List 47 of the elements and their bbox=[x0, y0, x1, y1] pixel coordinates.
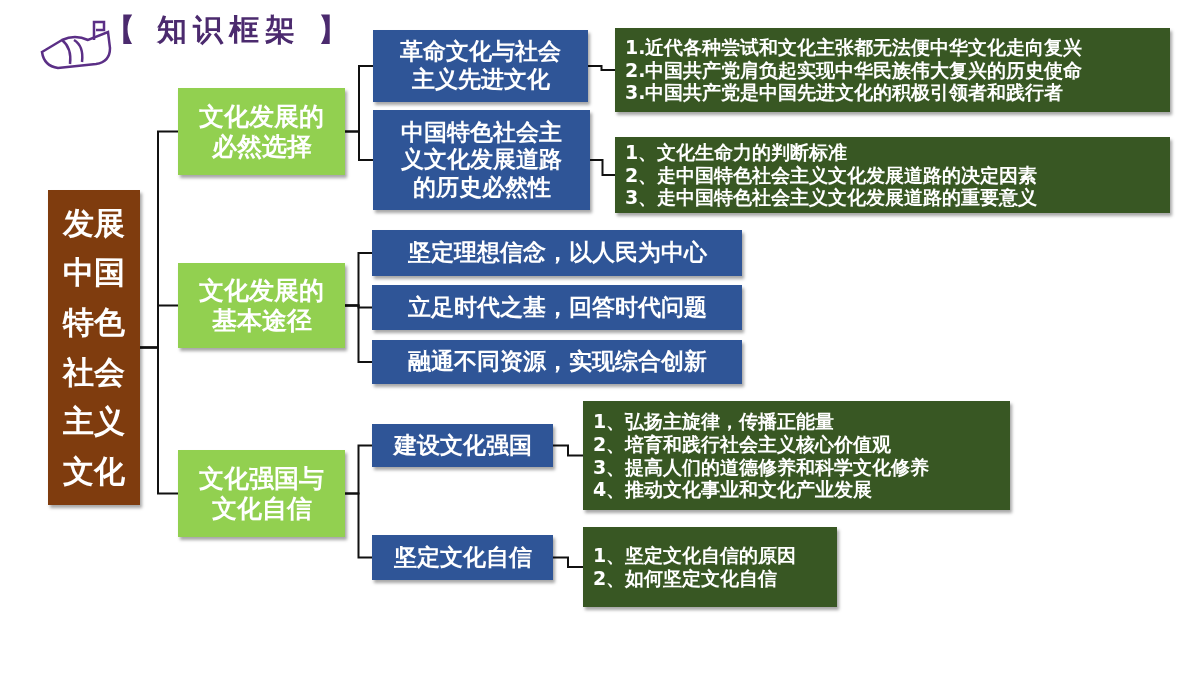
node-text: 2.中国共产党肩负起实现中华民族伟大复兴的历史使命 bbox=[625, 58, 1084, 82]
node-text: 1、弘扬主旋律，传播正能量 bbox=[593, 409, 836, 433]
node-text: 建设文化强国 bbox=[392, 431, 533, 460]
topic-box bbox=[372, 424, 553, 467]
node-text: 3、提高人们的道德修养和科学文化修养 bbox=[593, 455, 931, 479]
node-text: 1、文化生命力的判断标准 bbox=[625, 140, 849, 164]
category-box bbox=[178, 263, 345, 348]
node-text: 1.近代各种尝试和文化主张都无法便中华文化走向复兴 bbox=[625, 35, 1084, 59]
node-text: 坚定理想信念，以人民为中心 bbox=[406, 239, 708, 267]
node-text: 立足时代之基，回答时代问题 bbox=[406, 293, 708, 322]
node-text: 文化发展的必然选择 bbox=[198, 101, 325, 162]
bracket-connector bbox=[587, 65, 616, 71]
topic-box bbox=[372, 230, 742, 276]
bracket-connector bbox=[552, 444, 584, 457]
node-text: 3、走中国特色社会主义文化发展道路的重要意义 bbox=[625, 186, 1039, 210]
bracket-connector bbox=[139, 346, 179, 495]
detail-box bbox=[583, 401, 1010, 510]
node-text: 革命文化与社会主义先进文化 bbox=[399, 38, 562, 94]
bracket-connector bbox=[344, 492, 373, 559]
node-text: 1、坚定文化自信的原因 bbox=[593, 544, 798, 567]
topic-box bbox=[372, 285, 742, 330]
topic-box bbox=[373, 110, 590, 210]
node-text: 文化发展的基本途径 bbox=[198, 275, 325, 336]
node-text: 文化强国与文化自信 bbox=[198, 463, 325, 524]
root-box bbox=[48, 190, 140, 505]
bracket-connector bbox=[552, 556, 584, 568]
bracket-connector bbox=[589, 159, 616, 176]
detail-box bbox=[615, 137, 1170, 213]
detail-box bbox=[583, 527, 837, 607]
node-text: 2、培育和践行社会主义核心价值观 bbox=[593, 432, 893, 456]
node-text: 中国特色社会主义文化发展道路的历史必然性 bbox=[400, 118, 563, 202]
detail-box bbox=[615, 28, 1170, 112]
node-text: 2、走中国特色社会主义文化发展道路的决定因素 bbox=[625, 163, 1039, 187]
bracket-connector bbox=[344, 130, 374, 161]
category-box bbox=[178, 450, 345, 537]
node-text: 3.中国共产党是中国先进文化的积极引领者和践行者 bbox=[625, 81, 1065, 105]
node-text: 坚定文化自信 bbox=[392, 543, 533, 572]
topic-box bbox=[372, 535, 553, 580]
bracket-connector bbox=[344, 304, 373, 363]
node-text: 融通不同资源，实现综合创新 bbox=[406, 348, 708, 376]
node-text: 4、推动文化事业和文化产业发展 bbox=[593, 478, 874, 502]
topic-box bbox=[373, 30, 588, 102]
topic-box bbox=[372, 340, 742, 384]
node-text: 发展中国特色社会主义文化 bbox=[62, 203, 126, 491]
node-text: 2、如何坚定文化自信 bbox=[593, 567, 779, 590]
category-box bbox=[178, 88, 345, 175]
title: 【 知识框架 】 bbox=[105, 11, 354, 49]
